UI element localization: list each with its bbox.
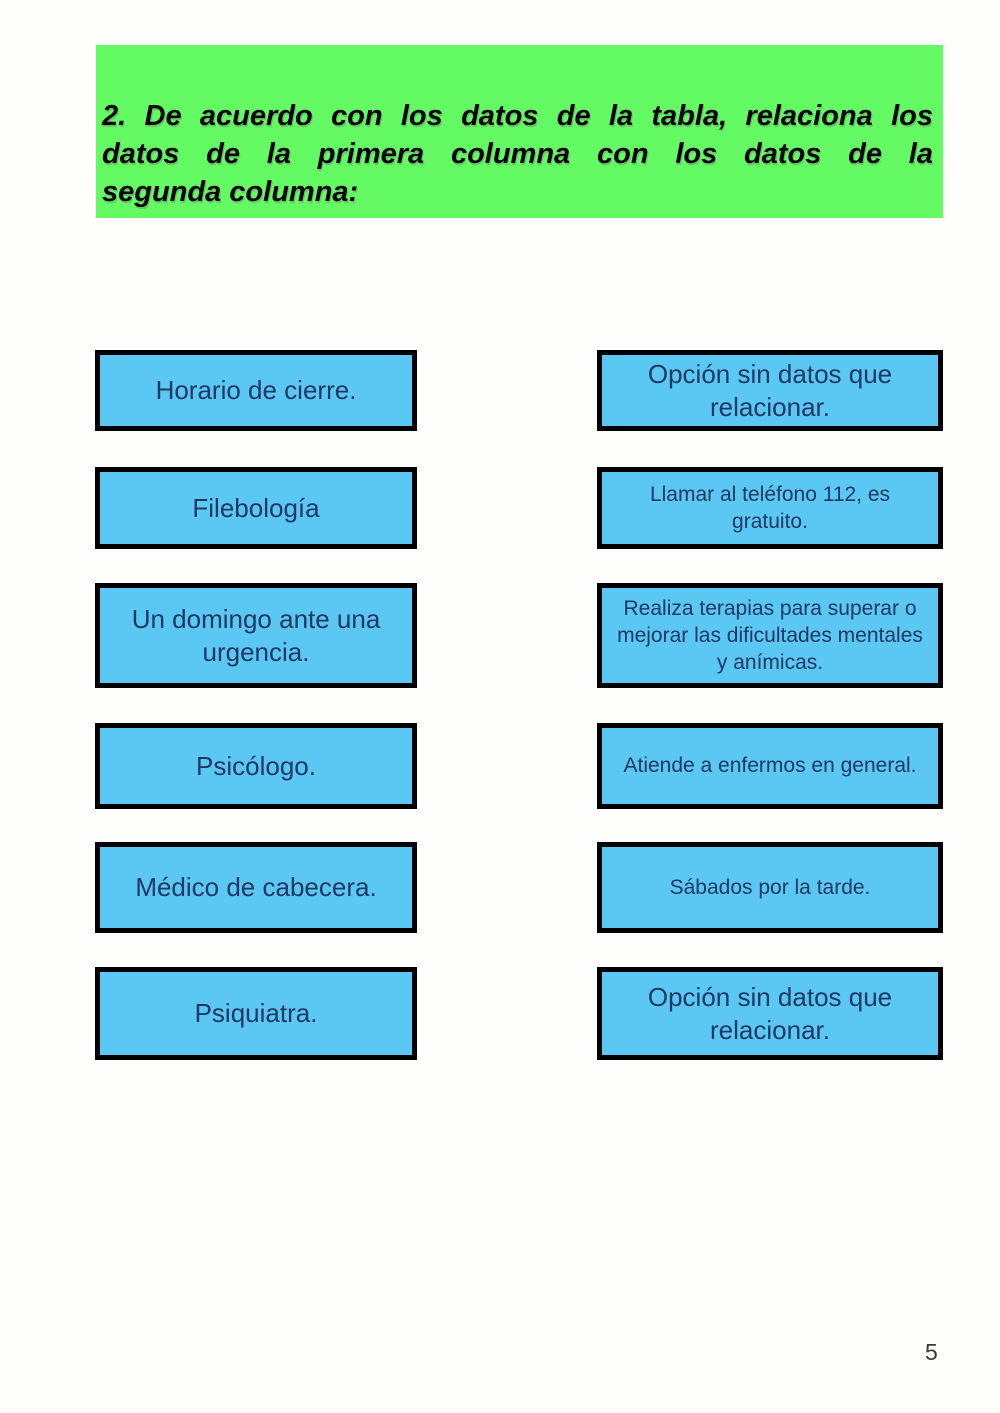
match-box-left-1[interactable]: Horario de cierre. [95, 350, 417, 431]
match-box-right-2[interactable]: Llamar al teléfono 112, es gratuito. [597, 467, 943, 549]
match-row-5: Médico de cabecera. Sábados por la tarde… [95, 842, 943, 933]
instruction-line: segunda columna: [102, 176, 359, 208]
match-box-left-3[interactable]: Un domingo ante una urgencia. [95, 583, 417, 688]
match-box-left-4[interactable]: Psicólogo. [95, 723, 417, 809]
match-box-left-2[interactable]: Filebología [95, 467, 417, 549]
instruction-line: 2. De acuerdo con los datos de la tabla,… [102, 100, 933, 132]
match-box-left-5[interactable]: Médico de cabecera. [95, 842, 417, 933]
match-box-right-1[interactable]: Opción sin datos que relacionar. [597, 350, 943, 431]
match-box-right-6[interactable]: Opción sin datos que relacionar. [597, 967, 943, 1060]
match-row-1: Horario de cierre. Opción sin datos que … [95, 350, 943, 431]
match-box-left-6[interactable]: Psiquiatra. [95, 967, 417, 1060]
match-row-4: Psicólogo. Atiende a enfermos en general… [95, 723, 943, 809]
page-number: 5 [925, 1339, 938, 1365]
match-row-3: Un domingo ante una urgencia. Realiza te… [95, 583, 943, 688]
instruction-line: datos de la primera columna con los dato… [102, 138, 933, 170]
instruction-banner: 2. De acuerdo con los datos de la tabla,… [96, 45, 943, 218]
match-row-2: Filebología Llamar al teléfono 112, es g… [95, 467, 943, 549]
match-box-right-3[interactable]: Realiza terapias para superar o mejorar … [597, 583, 943, 688]
match-box-right-5[interactable]: Sábados por la tarde. [597, 842, 943, 933]
match-row-6: Psiquiatra. Opción sin datos que relacio… [95, 967, 943, 1060]
match-box-right-4[interactable]: Atiende a enfermos en general. [597, 723, 943, 809]
